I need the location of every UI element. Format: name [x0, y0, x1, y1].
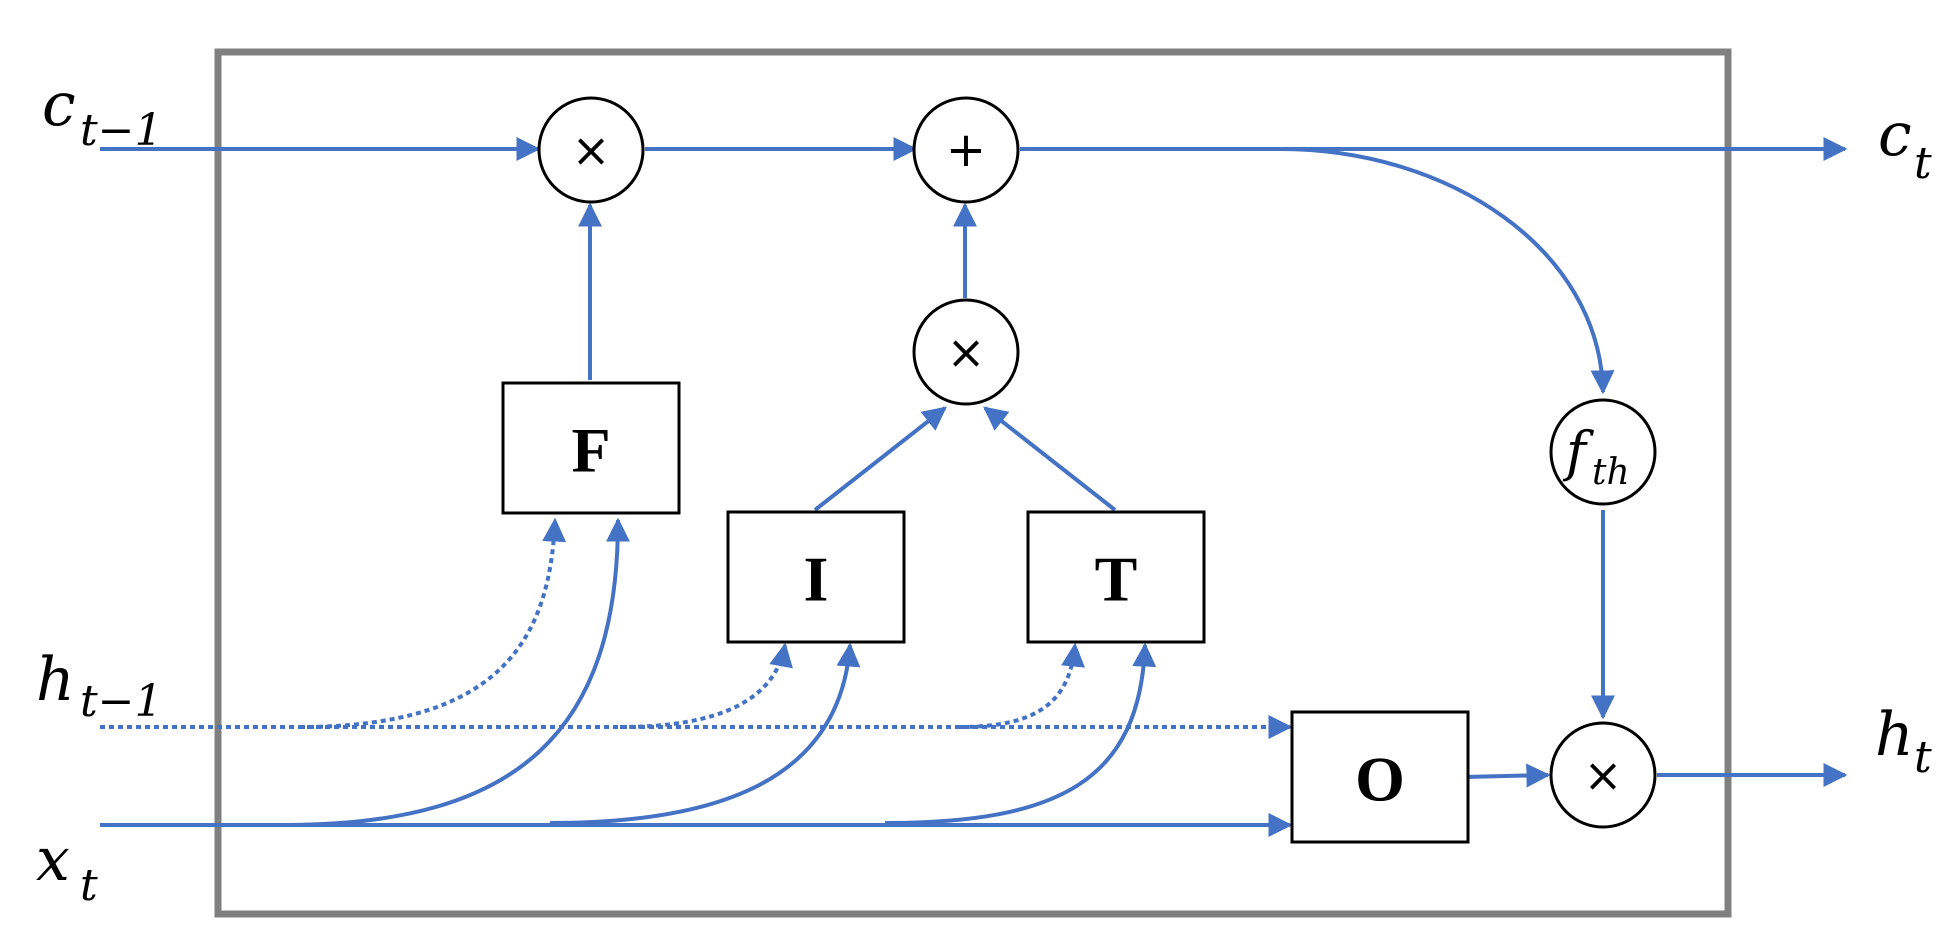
plus-symbol: +	[946, 122, 986, 178]
input-curve-to-forget-gate	[284, 517, 630, 827]
c-prev-subscript: t−1	[80, 105, 163, 156]
output-gate-arrow	[1464, 763, 1551, 788]
hidden-curve-to-transform-gate	[959, 642, 1085, 729]
c-out-subscript: t	[1914, 138, 1932, 189]
cell-state-to-activation-curve	[1279, 147, 1615, 395]
label-c-prev: c t−1	[42, 70, 163, 156]
h-out-base: h	[1875, 700, 1914, 770]
multiply-symbol: ×	[572, 123, 611, 177]
multiply-symbol: ×	[1584, 748, 1623, 802]
transform-gate-label: T	[1095, 544, 1138, 615]
forget-gate: F	[501, 381, 681, 515]
label-c-out: c t	[1878, 100, 1932, 189]
h-prev-base: h	[36, 645, 75, 715]
input-gate-arrow	[813, 406, 947, 512]
output-gate: O	[1290, 710, 1470, 844]
output-gate-label: O	[1355, 744, 1405, 815]
forget-gate-label: F	[571, 415, 610, 486]
multiply-symbol: ×	[947, 325, 986, 379]
input-gate-label: I	[804, 544, 829, 615]
input-curve-to-input-gate	[549, 642, 861, 825]
x-base: x	[36, 825, 70, 895]
label-h-out: h t	[1875, 700, 1932, 783]
output-multiply-node: ×	[1549, 721, 1657, 829]
label-h-prev: h t−1	[36, 645, 163, 727]
h-prev-subscript: t−1	[80, 676, 163, 727]
add-node: +	[912, 96, 1020, 204]
hidden-curve-to-input-gate	[619, 642, 793, 729]
cell-frame	[214, 48, 1732, 918]
x-subscript: t	[80, 860, 98, 911]
input-gate: I	[726, 510, 906, 644]
input-multiply-node: ×	[912, 298, 1020, 406]
label-x: x t	[36, 825, 98, 911]
activation-subscript: th	[1592, 452, 1630, 493]
c-out-base: c	[1878, 100, 1912, 170]
c-prev-base: c	[42, 70, 76, 140]
h-out-subscript: t	[1914, 732, 1932, 783]
hidden-curve-to-forget-gate	[299, 517, 567, 729]
connectors	[100, 137, 1848, 837]
input-curve-to-transform-gate	[884, 642, 1157, 825]
transform-gate: T	[1026, 510, 1206, 644]
activation-node: f th	[1549, 398, 1657, 506]
forget-multiply-node: ×	[537, 96, 645, 204]
transform-gate-arrow	[983, 406, 1117, 512]
